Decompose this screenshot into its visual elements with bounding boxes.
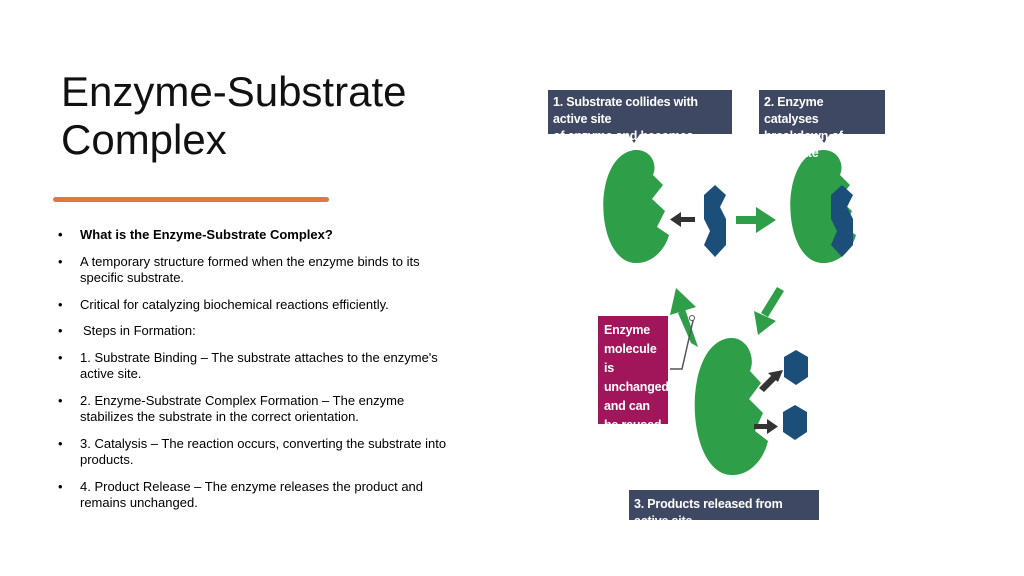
enzyme-cycle-diagram: 1. Substrate collides with active site o… bbox=[540, 85, 900, 528]
step2-label-line2: breakdown of substrate bbox=[764, 129, 843, 160]
green-arrow-right bbox=[736, 207, 776, 233]
note-connector-dot bbox=[689, 315, 695, 321]
title-line-2: Complex bbox=[61, 116, 227, 163]
note-connector-line bbox=[670, 316, 695, 370]
note-line: and can bbox=[604, 399, 650, 413]
note-line: be reused bbox=[604, 418, 662, 432]
step1-callout-pointer bbox=[628, 134, 640, 143]
green-arrow-down bbox=[754, 287, 784, 335]
approach-arrow bbox=[670, 212, 695, 227]
note-line: molecule is bbox=[604, 342, 657, 375]
bullet-item: 2. Enzyme-Substrate Complex Formation – … bbox=[58, 393, 458, 426]
bullet-item: Critical for catalyzing biochemical reac… bbox=[58, 297, 458, 314]
title-line-1: Enzyme-Substrate bbox=[61, 68, 407, 115]
bullet-item: 3. Catalysis – The reaction occurs, conv… bbox=[58, 436, 458, 469]
step2-label-line1: 2. Enzyme catalyses bbox=[764, 95, 824, 126]
enzyme-shape bbox=[603, 149, 669, 264]
step1-label-line1: 1. Substrate collides with active site bbox=[553, 95, 698, 126]
diagram-graphics bbox=[603, 134, 856, 476]
bullet-item: 4. Product Release – The enzyme releases… bbox=[58, 479, 458, 512]
product-release-arrow bbox=[759, 370, 783, 392]
note-line: unchanged bbox=[604, 380, 669, 394]
title-accent-line bbox=[53, 197, 329, 202]
bullet-list: What is the Enzyme-Substrate Complex? A … bbox=[58, 227, 458, 522]
bullet-item: 1. Substrate Binding – The substrate att… bbox=[58, 350, 458, 383]
step2-callout-pointer bbox=[818, 134, 830, 143]
product-shape bbox=[784, 350, 808, 385]
bullet-item-text: Steps in Formation: bbox=[83, 323, 196, 338]
bound-substrate-shape bbox=[831, 185, 853, 257]
note-line: Enzyme bbox=[604, 323, 651, 337]
bullet-item: What is the Enzyme-Substrate Complex? bbox=[58, 227, 458, 244]
product-release-arrow bbox=[754, 419, 778, 434]
step3-label: 3. Products released from active site bbox=[629, 490, 819, 528]
enzyme-shape bbox=[694, 337, 768, 476]
substrate-shape bbox=[704, 185, 726, 257]
bullet-item: A temporary structure formed when the en… bbox=[58, 254, 458, 287]
step1-label-line2: of enzyme and becomes attached bbox=[553, 129, 694, 160]
step2-label: 2. Enzyme catalyses breakdown of substra… bbox=[759, 90, 885, 160]
bullet-item: Steps in Formation: bbox=[58, 323, 458, 340]
step1-label: 1. Substrate collides with active site o… bbox=[548, 90, 732, 160]
product-shape bbox=[783, 405, 807, 440]
enzyme-reuse-note: Enzyme molecule is unchanged and can be … bbox=[598, 316, 669, 432]
green-arrow-up bbox=[670, 288, 698, 347]
slide-title: Enzyme-Substrate Complex bbox=[61, 68, 481, 164]
